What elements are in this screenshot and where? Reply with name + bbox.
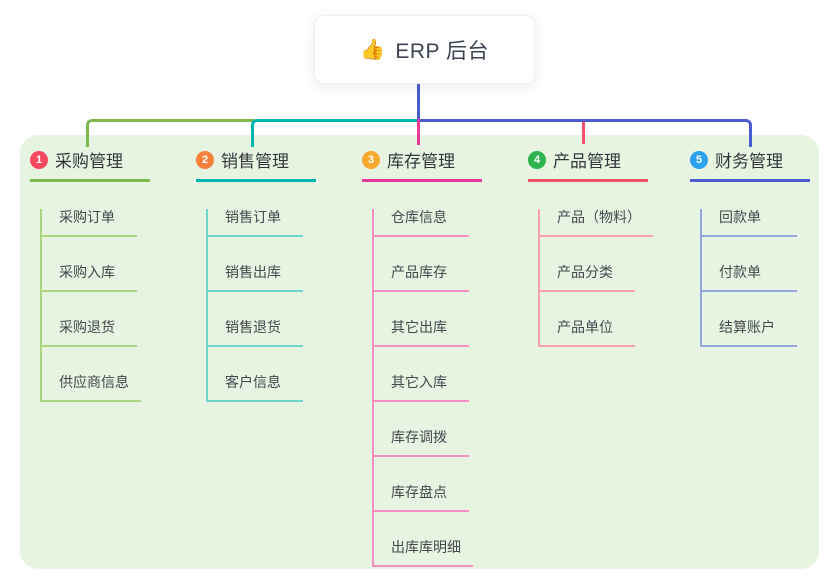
branch-title-product[interactable]: 4 产品管理 (528, 147, 648, 182)
branch-items: 仓库信息 产品库存 其它出库 其它入库 库存调拨 库存盘点 出库库明细 (372, 209, 492, 567)
branch-number-badge: 4 (528, 150, 546, 169)
branch-number-badge: 3 (362, 150, 380, 169)
mindmap-node[interactable]: 采购入库 (42, 264, 137, 292)
mindmap-node[interactable]: 产品分类 (540, 264, 635, 292)
root-label: ERP 后台 (395, 39, 490, 63)
thumbs-up-icon: 👍 (359, 39, 386, 61)
branch-number-badge: 1 (30, 150, 48, 169)
branch-label: 销售管理 (221, 152, 289, 171)
mindmap-node[interactable]: 销售退货 (208, 319, 303, 347)
connector-branch-product (582, 122, 585, 144)
mindmap-node[interactable]: 产品库存 (374, 264, 469, 292)
branch-product: 4 产品管理 产品（物料） 产品分类 产品单位 (528, 147, 658, 347)
branch-purchase: 1 采购管理 采购订单 采购入库 采购退货 供应商信息 (30, 147, 160, 402)
mindmap-node[interactable]: 库存盘点 (374, 484, 469, 512)
branch-label: 产品管理 (553, 152, 621, 171)
mindmap-node[interactable]: 采购退货 (42, 319, 137, 347)
mindmap-node[interactable]: 付款单 (702, 264, 797, 292)
mindmap-node[interactable]: 其它入库 (374, 374, 469, 402)
connector-root-trunk (417, 82, 420, 122)
branch-label: 财务管理 (715, 152, 783, 171)
mindmap-node[interactable]: 供应商信息 (42, 374, 141, 402)
mindmap-node[interactable]: 结算账户 (702, 319, 797, 347)
branch-inventory: 3 库存管理 仓库信息 产品库存 其它出库 其它入库 库存调拨 库存盘点 出库库… (362, 147, 492, 567)
mindmap-node[interactable]: 产品单位 (540, 319, 635, 347)
connector-branch-inventory (417, 119, 420, 145)
mindmap-node[interactable]: 出库库明细 (374, 539, 473, 567)
branch-label: 库存管理 (387, 152, 455, 171)
branch-label: 采购管理 (55, 152, 123, 171)
branch-title-sales[interactable]: 2 销售管理 (196, 147, 316, 182)
mindmap-node[interactable]: 回款单 (702, 209, 797, 237)
mindmap-node[interactable]: 仓库信息 (374, 209, 469, 237)
branch-finance: 5 财务管理 回款单 付款单 结算账户 (690, 147, 820, 347)
branch-title-finance[interactable]: 5 财务管理 (690, 147, 810, 182)
mindmap-node[interactable]: 其它出库 (374, 319, 469, 347)
mindmap-panel (20, 135, 819, 569)
branch-items: 销售订单 销售出库 销售退货 客户信息 (206, 209, 326, 402)
mindmap-node[interactable]: 销售订单 (208, 209, 303, 237)
root-node[interactable]: 👍 ERP 后台 (314, 15, 535, 84)
connector-branch-sales (251, 119, 421, 147)
mindmap-node[interactable]: 库存调拨 (374, 429, 469, 457)
branch-title-purchase[interactable]: 1 采购管理 (30, 147, 150, 182)
mindmap-node[interactable]: 销售出库 (208, 264, 303, 292)
branch-number-badge: 2 (196, 150, 214, 169)
connector-branch-finance (419, 119, 752, 147)
mindmap-node[interactable]: 产品（物料） (540, 209, 653, 237)
branch-sales: 2 销售管理 销售订单 销售出库 销售退货 客户信息 (196, 147, 326, 402)
branch-items: 产品（物料） 产品分类 产品单位 (538, 209, 658, 347)
branch-items: 回款单 付款单 结算账户 (700, 209, 820, 347)
mindmap-node[interactable]: 客户信息 (208, 374, 303, 402)
mindmap-node[interactable]: 采购订单 (42, 209, 137, 237)
branch-items: 采购订单 采购入库 采购退货 供应商信息 (40, 209, 160, 402)
connector-branch-purchase (86, 119, 255, 147)
branch-number-badge: 5 (690, 150, 708, 169)
branch-title-inventory[interactable]: 3 库存管理 (362, 147, 482, 182)
